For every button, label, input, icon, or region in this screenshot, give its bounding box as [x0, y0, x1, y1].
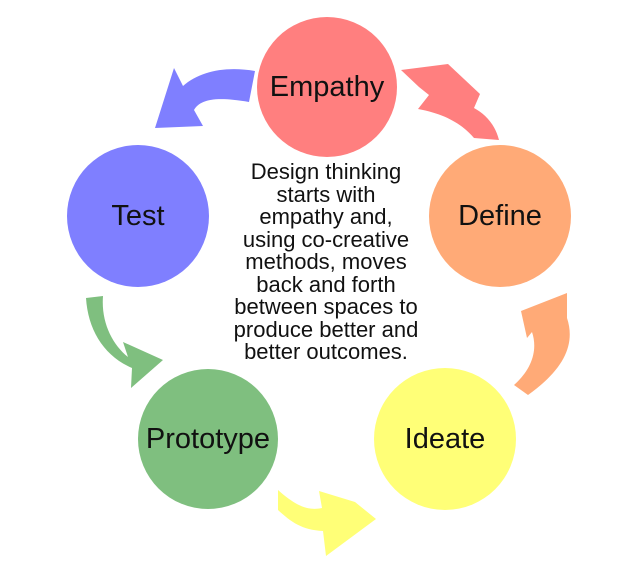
stage-empathy-circle [257, 17, 397, 157]
stage-empathy: Empathy [257, 17, 397, 157]
stage-ideate: Ideate [374, 368, 516, 510]
center-description-line: produce better and [233, 316, 419, 342]
stage-define-label: Define [458, 200, 542, 232]
arrow-define-to-empathy [401, 64, 499, 140]
arrow-test-to-prototype [86, 296, 163, 388]
center-description-line: better outcomes. [244, 339, 408, 364]
center-description-line: Design thinking [250, 159, 402, 184]
center-description-line: empathy and, [259, 204, 393, 229]
stage-ideate-circle [374, 368, 516, 510]
center-description-line: starts with [276, 181, 376, 207]
stage-empathy-label: Empathy [270, 71, 385, 103]
stage-prototype-label: Prototype [146, 423, 270, 455]
stage-prototype: Prototype [138, 369, 278, 509]
center-description: Design thinking starts with empathy and,… [205, 159, 447, 364]
center-description-line: methods, moves [245, 249, 407, 274]
arrow-ideate-to-define [514, 293, 570, 395]
stage-test: Test [67, 145, 209, 287]
stage-prototype-circle [138, 369, 278, 509]
stage-test-label: Test [111, 200, 164, 232]
center-description-line: using co-creative [242, 226, 410, 252]
stage-ideate-label: Ideate [405, 423, 486, 455]
center-description-line: back and forth [256, 271, 396, 297]
center-description-line: between spaces to [234, 294, 418, 319]
stage-define: Define [429, 145, 571, 287]
arrow-prototype-to-ideate [278, 490, 376, 556]
arrow-empathy-to-test [155, 68, 255, 128]
stage-define-circle [429, 145, 571, 287]
stage-test-circle [67, 145, 209, 287]
